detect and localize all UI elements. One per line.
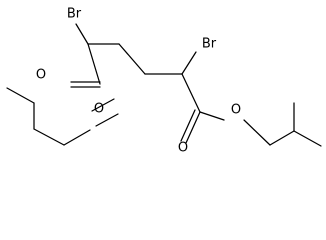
- bond-chain-3: [118, 43, 146, 75]
- atom-o-ester-left: O: [94, 102, 104, 117]
- atom-o-ester-right: O: [231, 103, 241, 118]
- bond-o-c-left: [91, 98, 115, 112]
- atom-o-carbonyl-left: O: [36, 68, 46, 83]
- bond-o-ch2-right: [243, 119, 271, 146]
- structure-canvas: Br Br O O O O: [6, 6, 322, 156]
- bond-c-o-right: [199, 111, 225, 121]
- atom-o-carbonyl-right: O: [178, 141, 188, 156]
- bond-iso-left-1: [6, 87, 35, 104]
- bond-chain-1: [87, 43, 101, 85]
- atom-br-right: Br: [202, 37, 217, 52]
- bond-iso-right-1: [269, 130, 295, 146]
- bond-ester-o-left: [95, 113, 119, 127]
- molecule-structure: Br Br O O O O: [6, 7, 322, 156]
- bond-iso-left-3: [33, 128, 65, 146]
- bond-c-br-left: [75, 23, 89, 45]
- bond-carbonyl-right-a: [185, 111, 201, 144]
- bond-iso-left-4: [63, 129, 91, 146]
- bond-chain-5: [181, 73, 201, 113]
- atom-br-left: Br: [67, 7, 82, 22]
- bond-layer: [6, 23, 322, 147]
- bond-carbonyl-right-b: [180, 109, 196, 142]
- bond-iso-right-3: [293, 130, 322, 147]
- bond-c-br-right: [181, 51, 197, 75]
- label-layer: Br Br O O O O: [36, 7, 241, 156]
